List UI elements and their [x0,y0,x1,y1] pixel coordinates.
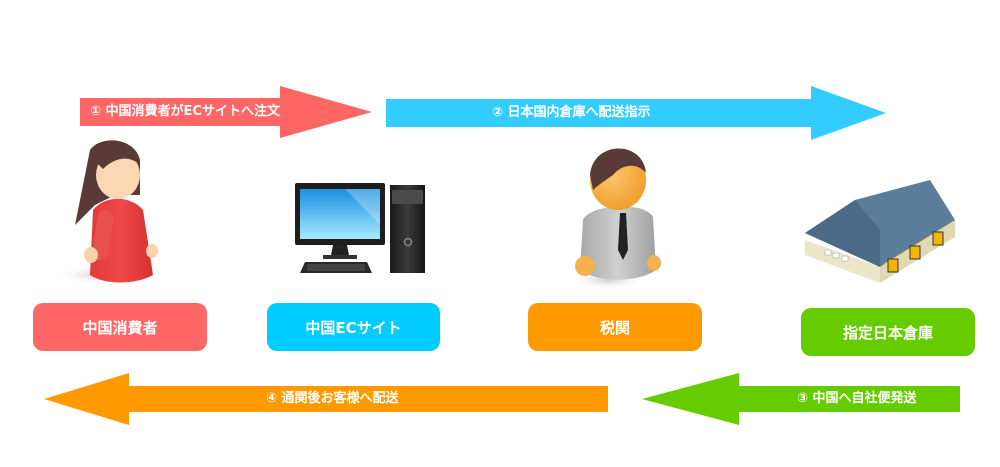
desktop-computer-icon [295,180,430,279]
arrow-left-shape [44,373,608,425]
node-customs: 税関 [528,303,702,351]
node-japan-warehouse-label: 指定日本倉庫 [842,323,933,342]
arrow-step-4-label: ④ 通関後お客様へ配送 [266,391,399,406]
warehouse-icon [800,175,960,289]
node-japan-warehouse: 指定日本倉庫 [801,308,975,356]
arrow-step-2: ② 日本国内倉庫へ配送指示 [386,86,886,140]
arrow-step-3-label: ③ 中国へ自社便発送 [797,391,917,406]
node-customs-label: 税関 [599,318,630,337]
node-china-consumer: 中国消費者 [33,303,207,351]
female-person-icon [55,135,165,294]
arrow-step-4: ④ 通関後お客様へ配送 [44,373,608,425]
node-china-consumer-label: 中国消費者 [82,318,158,337]
arrow-right-shape [80,86,372,138]
arrow-right-shape [386,86,886,140]
arrow-step-3: ③ 中国へ自社便発送 [642,373,960,425]
arrow-step-1: ① 中国消費者がECサイトへ注文 [80,86,372,138]
node-china-ec-site: 中国ECサイト [267,303,440,351]
arrow-left-shape [642,373,960,425]
arrow-step-1-label: ① 中国消費者がECサイトへ注文 [90,104,280,119]
arrow-step-2-label: ② 日本国内倉庫へ配送指示 [492,105,651,120]
node-china-ec-site-label: 中国ECサイト [305,318,402,337]
male-officer-icon [568,135,668,299]
